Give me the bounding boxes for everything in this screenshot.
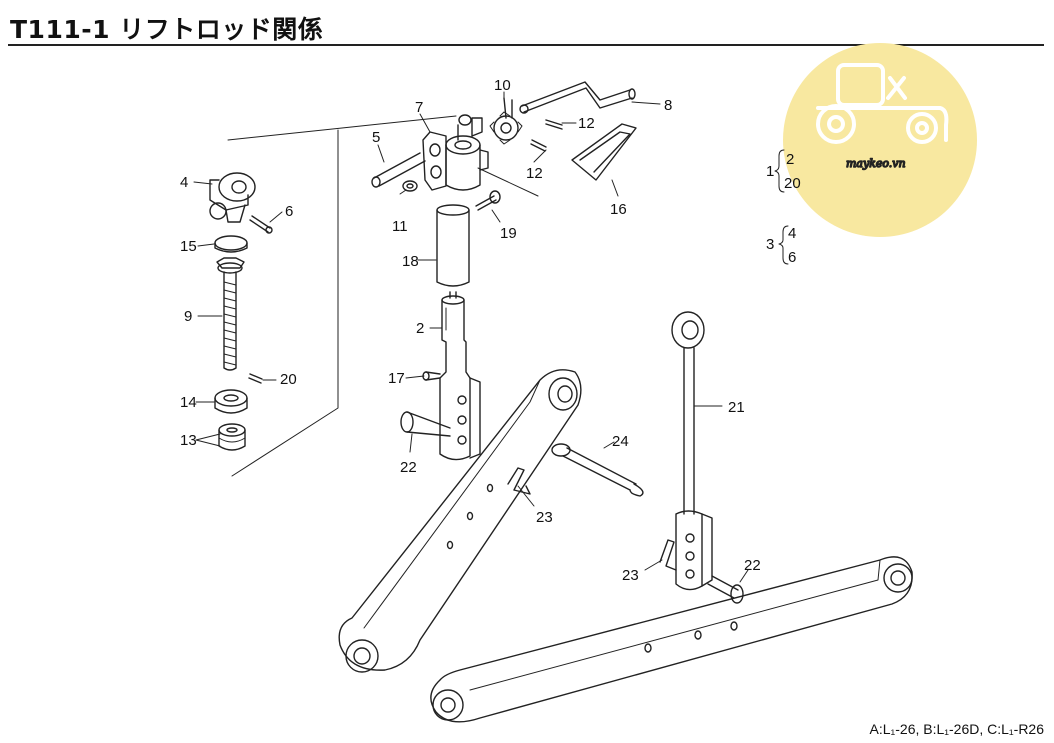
callout-18: 18 (402, 253, 419, 270)
callout-7: 7 (415, 99, 423, 116)
callout-8: 8 (664, 97, 672, 114)
group-1-child-1: 2 (786, 151, 794, 168)
part-11-nut (402, 180, 418, 192)
callout-4: 4 (180, 174, 188, 191)
model-note: A:L₁-26, B:L₁-26D, C:L₁-R26 (869, 721, 1044, 737)
callout-15: 15 (180, 238, 197, 255)
callout-23-left: 23 (536, 509, 553, 526)
part-15-washer (214, 235, 248, 253)
callout-13: 13 (180, 432, 197, 449)
lower-link-right (430, 556, 913, 723)
callout-22-left: 22 (400, 459, 417, 476)
part-22-pin-right (707, 575, 744, 604)
part-9-screw (216, 257, 245, 371)
part-10-gear (489, 97, 523, 145)
group-1-child-2: 20 (784, 175, 801, 192)
part-2-lift-rod (439, 291, 481, 461)
lower-link-left (338, 369, 582, 673)
callout-24: 24 (612, 433, 629, 450)
group-3-child-1: 4 (788, 225, 796, 242)
callout-17: 17 (388, 370, 405, 387)
part-20-pin (248, 373, 263, 384)
callout-19: 19 (500, 225, 517, 242)
callout-9: 9 (184, 308, 192, 325)
watermark-logo: maykeo.vn (783, 43, 977, 237)
page-title: T111-1 リフトロッド関係 (10, 15, 324, 44)
callout-5: 5 (372, 129, 380, 146)
subassembly-outline (227, 115, 539, 477)
part-21-lift-rod (671, 311, 713, 591)
part-23-clip-right (659, 539, 677, 571)
callout-11: 11 (392, 218, 408, 235)
title-divider (8, 44, 1044, 46)
callout-12-lower: 12 (526, 165, 543, 182)
part-19-bolt (475, 190, 501, 211)
part-16-clip (571, 123, 637, 181)
part-14-bearing (214, 389, 248, 414)
callout-23-right: 23 (622, 567, 639, 584)
part-6-pin (249, 215, 273, 234)
part-5-pin (371, 152, 426, 188)
callout-6: 6 (285, 203, 293, 220)
part-7-head (422, 114, 489, 191)
part-8-crank (519, 81, 636, 114)
part-17-nipple (422, 371, 441, 381)
callout-21: 21 (728, 399, 745, 416)
leader-lines (193, 91, 749, 583)
watermark-text: maykeo.vn (846, 157, 906, 170)
callout-14: 14 (180, 394, 197, 411)
callout-10: 10 (494, 77, 511, 94)
callout-2: 2 (416, 320, 424, 337)
callout-labels: 4 6 15 9 20 14 13 5 11 7 10 12 12 8 16 1… (180, 77, 801, 584)
group-3-parent: 3 (766, 236, 774, 253)
brace-group-3 (778, 225, 789, 265)
group-3-child-2: 6 (788, 249, 796, 266)
callout-20: 20 (280, 371, 297, 388)
part-12-pins (530, 119, 563, 152)
callout-22-right: 22 (744, 557, 761, 574)
part-22-pin-left (400, 411, 451, 437)
part-4-yoke (209, 172, 256, 223)
part-24-spring-pin (551, 443, 644, 497)
part-13-washers (218, 423, 246, 451)
brace-group-1 (774, 149, 785, 193)
callout-12-upper: 12 (578, 115, 595, 132)
part-18-tube (436, 204, 470, 287)
callout-16: 16 (610, 201, 627, 218)
group-1-parent: 1 (766, 163, 774, 180)
